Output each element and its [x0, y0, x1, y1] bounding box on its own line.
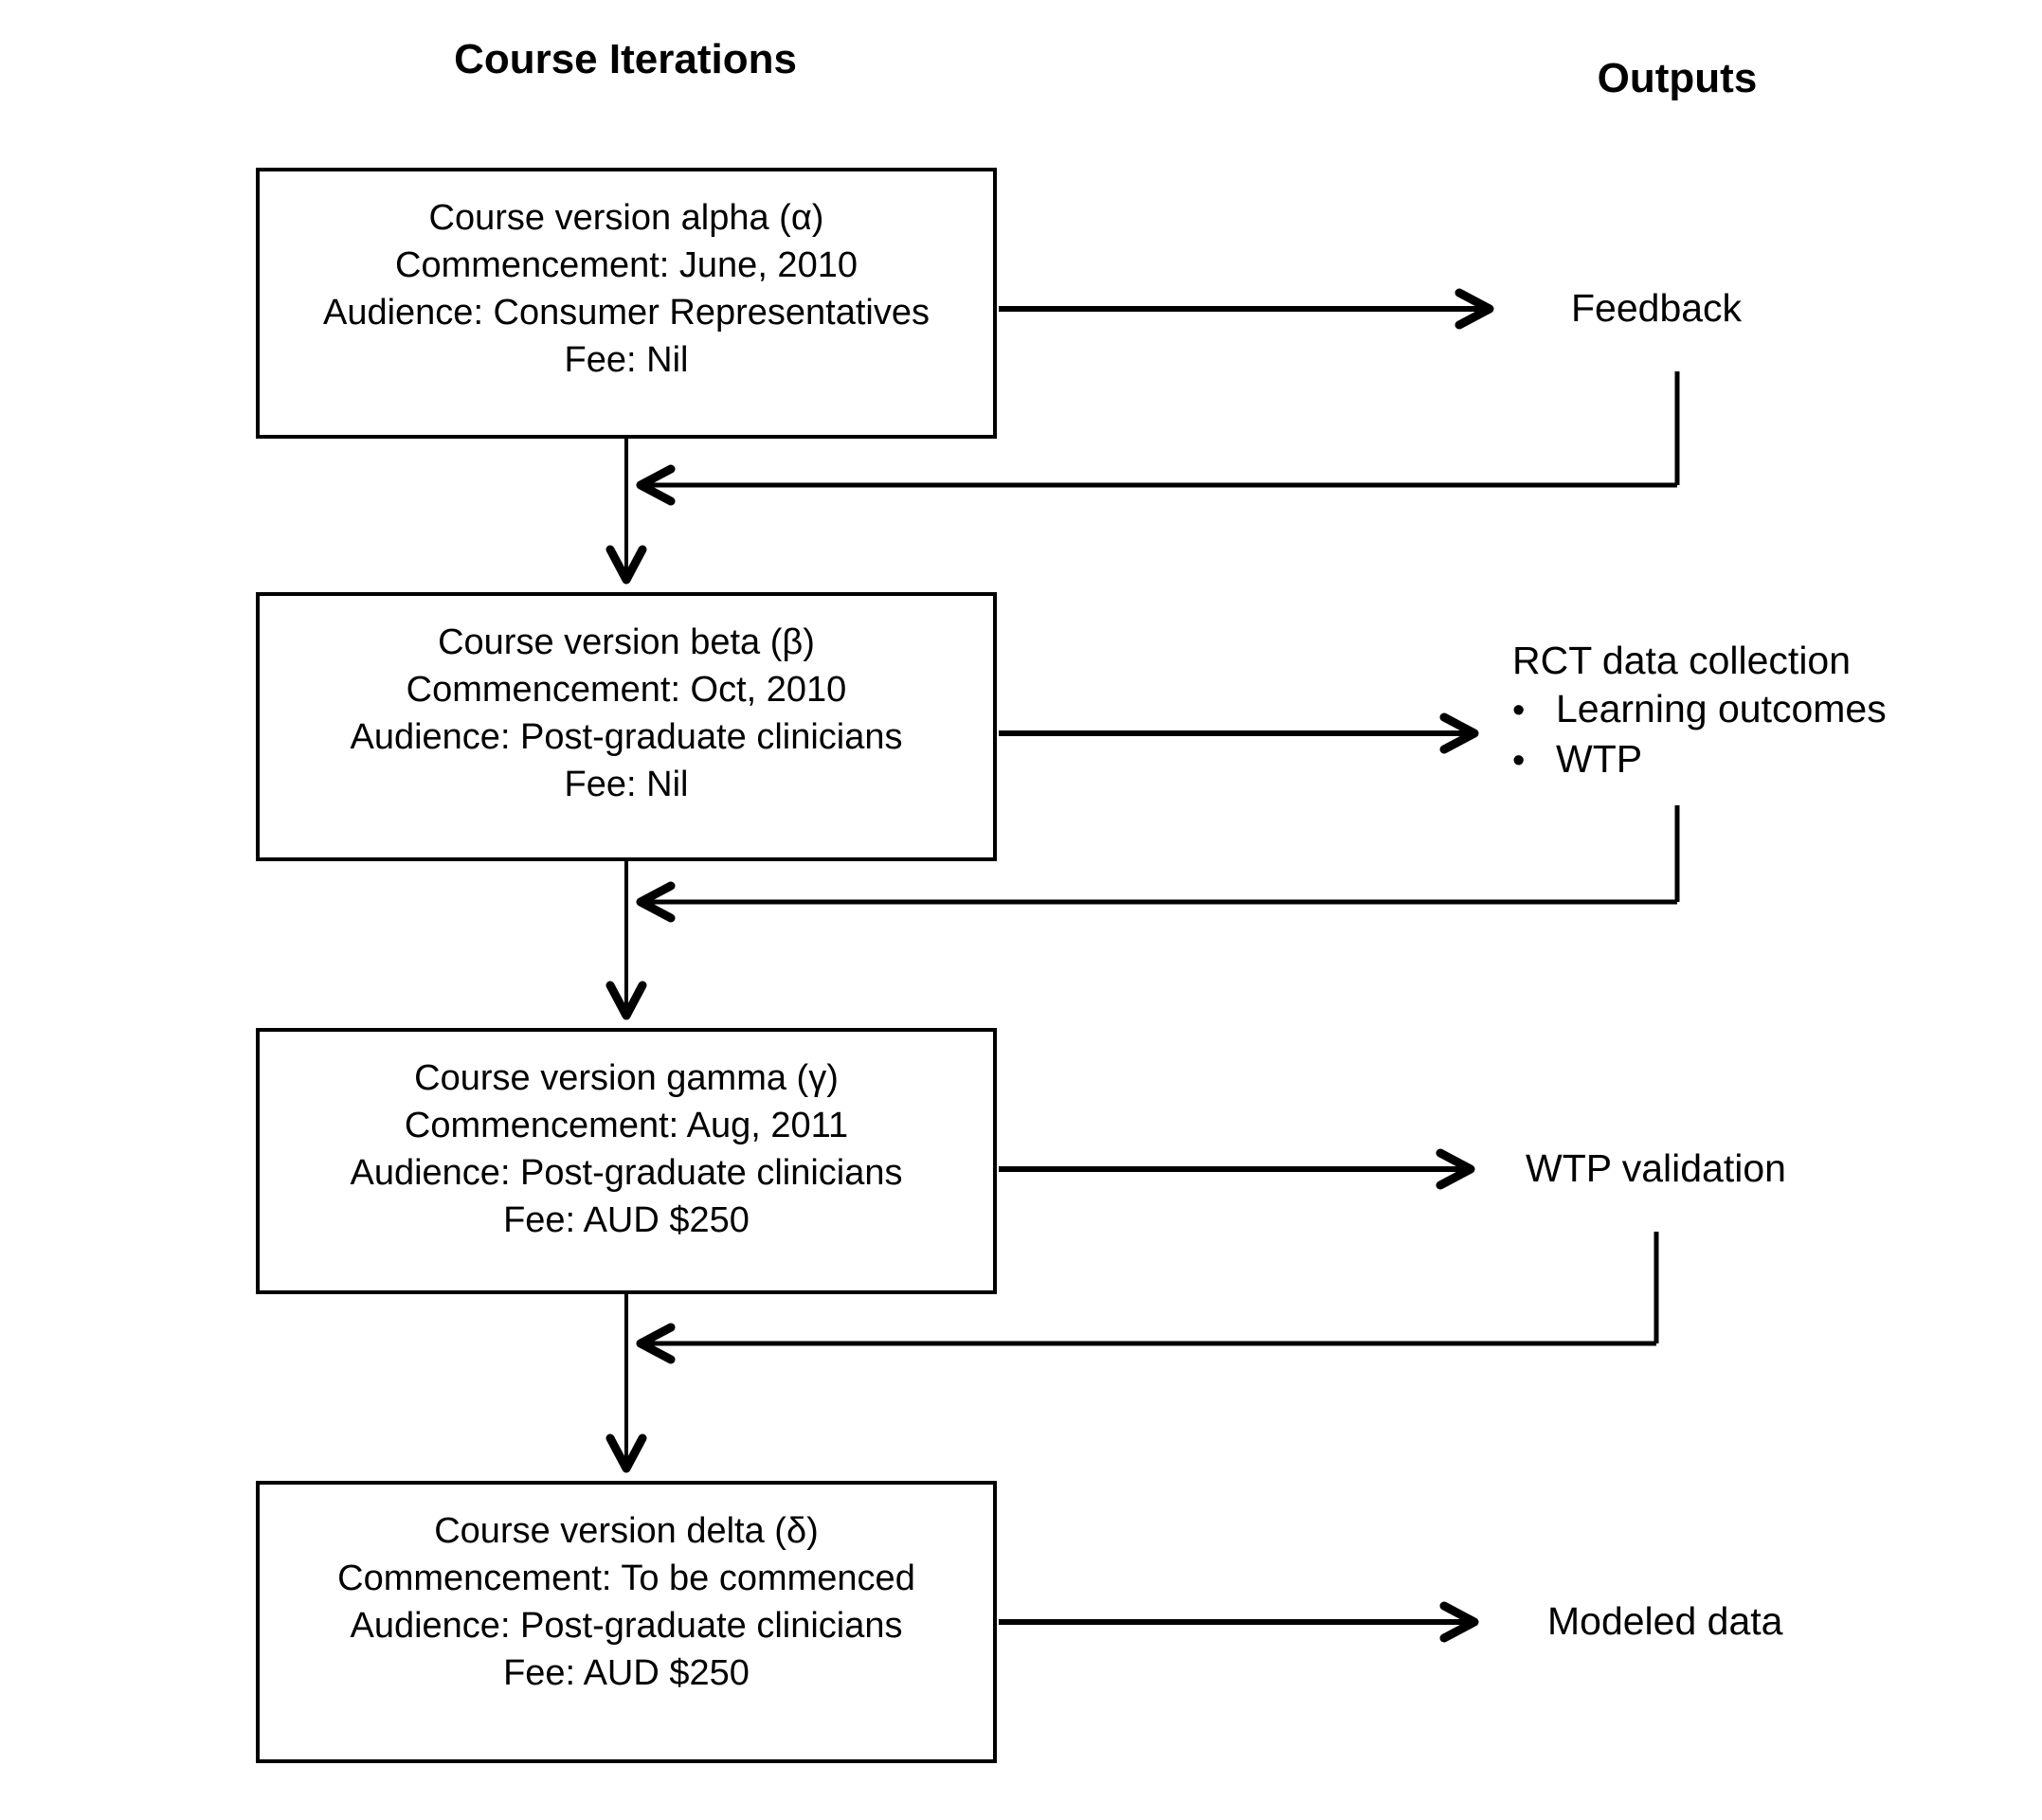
node-course-version-beta: Course version beta (β) Commencement: Oc… — [256, 592, 997, 861]
node-audience: Audience: Post-graduate clinicians — [350, 1606, 903, 1646]
node-audience: Audience: Post-graduate clinicians — [350, 1153, 903, 1193]
node-fee: Fee: AUD $250 — [503, 1653, 750, 1693]
node-course-version-gamma: Course version gamma (γ) Commencement: A… — [256, 1028, 997, 1294]
output-feedback: Feedback — [1571, 286, 1743, 330]
node-commencement: Commencement: To be commenced — [337, 1559, 915, 1598]
node-audience: Audience: Consumer Representatives — [322, 293, 930, 333]
output-modeled-data: Modeled data — [1547, 1599, 1783, 1643]
output-rct-label: RCT data collection — [1512, 639, 1852, 682]
column-title-outputs: Outputs — [1597, 55, 1758, 101]
output-rct-data-collection: RCT data collection • Learning outcomes … — [1512, 637, 1887, 785]
node-course-version-delta: Course version delta (δ) Commencement: T… — [256, 1481, 997, 1763]
node-title: Course version delta (δ) — [434, 1511, 819, 1551]
node-commencement: Commencement: Aug, 2011 — [404, 1106, 849, 1145]
node-fee: Fee: Nil — [564, 765, 689, 804]
output-rct-bullet-row: • WTP — [1512, 735, 1887, 785]
output-rct-bullet-wtp: WTP — [1556, 737, 1643, 781]
node-audience: Audience: Post-graduate clinicians — [350, 717, 903, 757]
output-wtp-validation: WTP validation — [1526, 1146, 1786, 1190]
node-fee: Fee: Nil — [564, 340, 689, 380]
node-title: Course version beta (β) — [438, 622, 815, 662]
output-rct-bullet-row: • Learning outcomes — [1512, 685, 1887, 735]
node-title: Course version alpha (α) — [428, 198, 824, 238]
bullet-icon: • — [1512, 691, 1526, 730]
node-commencement: Commencement: Oct, 2010 — [406, 670, 847, 710]
output-rct-bullet-learning-outcomes: Learning outcomes — [1556, 687, 1887, 730]
node-fee: Fee: AUD $250 — [503, 1200, 750, 1240]
node-commencement: Commencement: June, 2010 — [395, 245, 858, 285]
bullet-icon: • — [1512, 741, 1526, 781]
column-title-course-iterations: Course Iterations — [454, 36, 797, 82]
node-course-version-alpha: Course version alpha (α) Commencement: J… — [256, 168, 997, 439]
node-title: Course version gamma (γ) — [414, 1058, 839, 1098]
